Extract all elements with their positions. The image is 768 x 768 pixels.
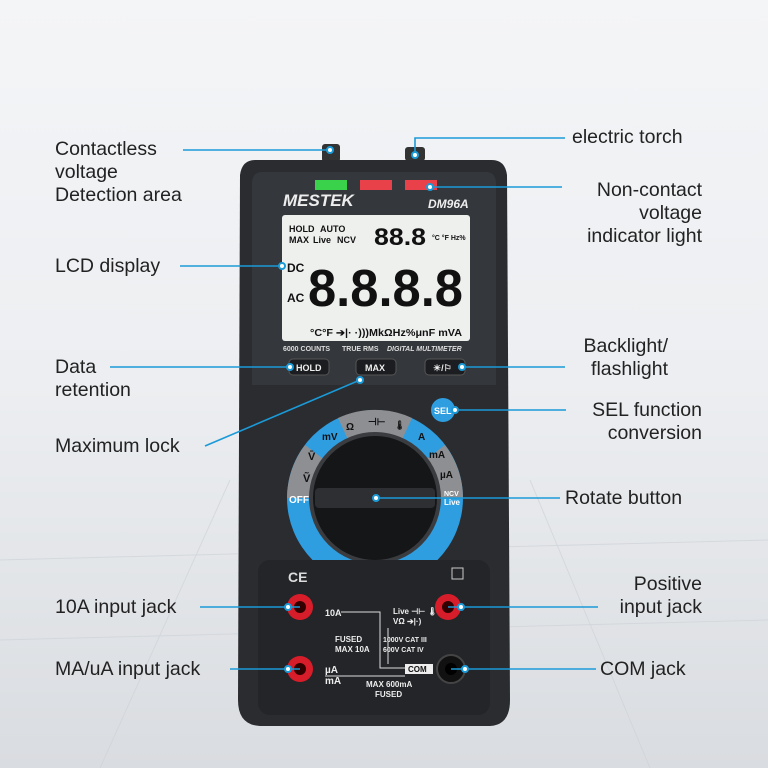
dial-ohm: Ω <box>346 422 354 433</box>
callout-maxlock: Maximum lock <box>55 435 180 457</box>
double-insulation-mark <box>451 567 464 580</box>
label-vohm: VΩ ➔|·) <box>393 617 422 626</box>
callout-data-line: retention <box>55 379 131 401</box>
label-max10a: MAX 10A <box>335 645 370 654</box>
callout-lines <box>110 137 598 670</box>
lcd-main-digits: 8.8.8.8 <box>308 260 463 318</box>
lcd-screen <box>282 215 470 341</box>
hold-button[interactable]: HOLD <box>288 358 330 376</box>
dial-ua: µA <box>440 470 453 481</box>
label-cat3: 1000V CAT III <box>383 637 427 644</box>
callout-rotate: Rotate button <box>565 487 683 509</box>
max-button-label: MAX <box>365 363 385 373</box>
callout-contactless-line: voltage <box>55 161 118 183</box>
callout-backlight-line: flashlight <box>591 358 668 380</box>
sel-button[interactable]: SEL <box>431 398 455 422</box>
callout-indicator-line: Non-contact <box>596 179 702 201</box>
label-type: DIGITAL MULTIMETER <box>387 346 462 353</box>
lcd-small-digits: 88.8 <box>374 224 426 251</box>
callout-sel-line: SEL function <box>592 399 702 421</box>
label-ua: µA <box>325 665 338 676</box>
dial-off: OFF <box>289 495 309 506</box>
lcd-dc: DC <box>287 261 305 275</box>
dial-cap: ⊣⊢ <box>368 417 386 428</box>
callout-positive-line: Positive <box>633 573 702 595</box>
callout-maua: MA/uA input jack <box>55 658 201 680</box>
dial-mv: mV <box>322 432 338 443</box>
callout-backlight-line: Backlight/ <box>583 335 668 357</box>
label-com: COM <box>408 665 427 674</box>
backlight-button-label: ☀/⚐ <box>433 363 452 373</box>
dial-vdc: V̄ <box>308 451 316 463</box>
lcd-ac: AC <box>287 291 305 305</box>
callout-indicator-line: indicator light <box>587 225 702 247</box>
led-red-2 <box>405 180 437 190</box>
callout-dots <box>278 146 469 673</box>
ce-mark: CE <box>288 569 307 585</box>
brand-logo: MESTEK <box>283 191 356 210</box>
dial-ncv: NCV <box>444 491 459 498</box>
lcd-auto: AUTO <box>320 224 345 234</box>
callout-positive-line: input jack <box>619 596 702 618</box>
label-counts: 6000 COUNTS <box>283 346 330 353</box>
callout-10a: 10A input jack <box>55 596 177 618</box>
callout-contactless-line: Contactless <box>55 138 157 160</box>
lcd-small-units: °C °F Hz% <box>432 234 466 242</box>
dial-a: A <box>418 432 425 443</box>
lcd-ncv: NCV <box>337 235 356 245</box>
lcd-hold: HOLD <box>289 224 315 234</box>
callout-indicator-line: voltage <box>639 202 702 224</box>
label-ma: mA <box>325 676 341 687</box>
lcd-units: °C°F ➔|· ·)))MkΩHz%μnF mVA <box>310 328 462 339</box>
label-fused2: FUSED <box>375 690 402 699</box>
label-cat4: 600V CAT IV <box>383 647 424 654</box>
callout-backlight: Backlight/flashlight <box>583 335 668 381</box>
label-max600: MAX 600mA <box>366 680 412 689</box>
callout-sel-line: conversion <box>607 422 702 444</box>
model-label: DM96A <box>428 197 469 211</box>
lcd-max: MAX <box>289 235 309 245</box>
led-red-1 <box>360 180 392 190</box>
label-live: Live ⊣⊢ 🌡 <box>393 606 438 616</box>
sel-button-label: SEL <box>434 406 452 416</box>
dial-ma: mA <box>429 450 445 461</box>
callout-com: COM jack <box>600 658 686 680</box>
label-fused: FUSED <box>335 635 362 644</box>
callout-lcd: LCD display <box>55 255 161 277</box>
callout-contactless-line: Detection area <box>55 184 182 206</box>
callout-torch: electric torch <box>572 126 683 148</box>
label-rms: TRUE RMS <box>342 346 379 353</box>
lcd-live: Live <box>313 235 331 245</box>
dial-temp: 🌡 <box>394 420 405 430</box>
max-button[interactable]: MAX <box>355 358 397 376</box>
led-green <box>315 180 347 190</box>
dial-vac: Ṽ <box>303 472 311 485</box>
callout-data-line: Data <box>55 356 97 378</box>
label-10a: 10A <box>325 608 342 618</box>
dial-live: Live <box>444 498 461 507</box>
hold-button-label: HOLD <box>296 363 322 373</box>
